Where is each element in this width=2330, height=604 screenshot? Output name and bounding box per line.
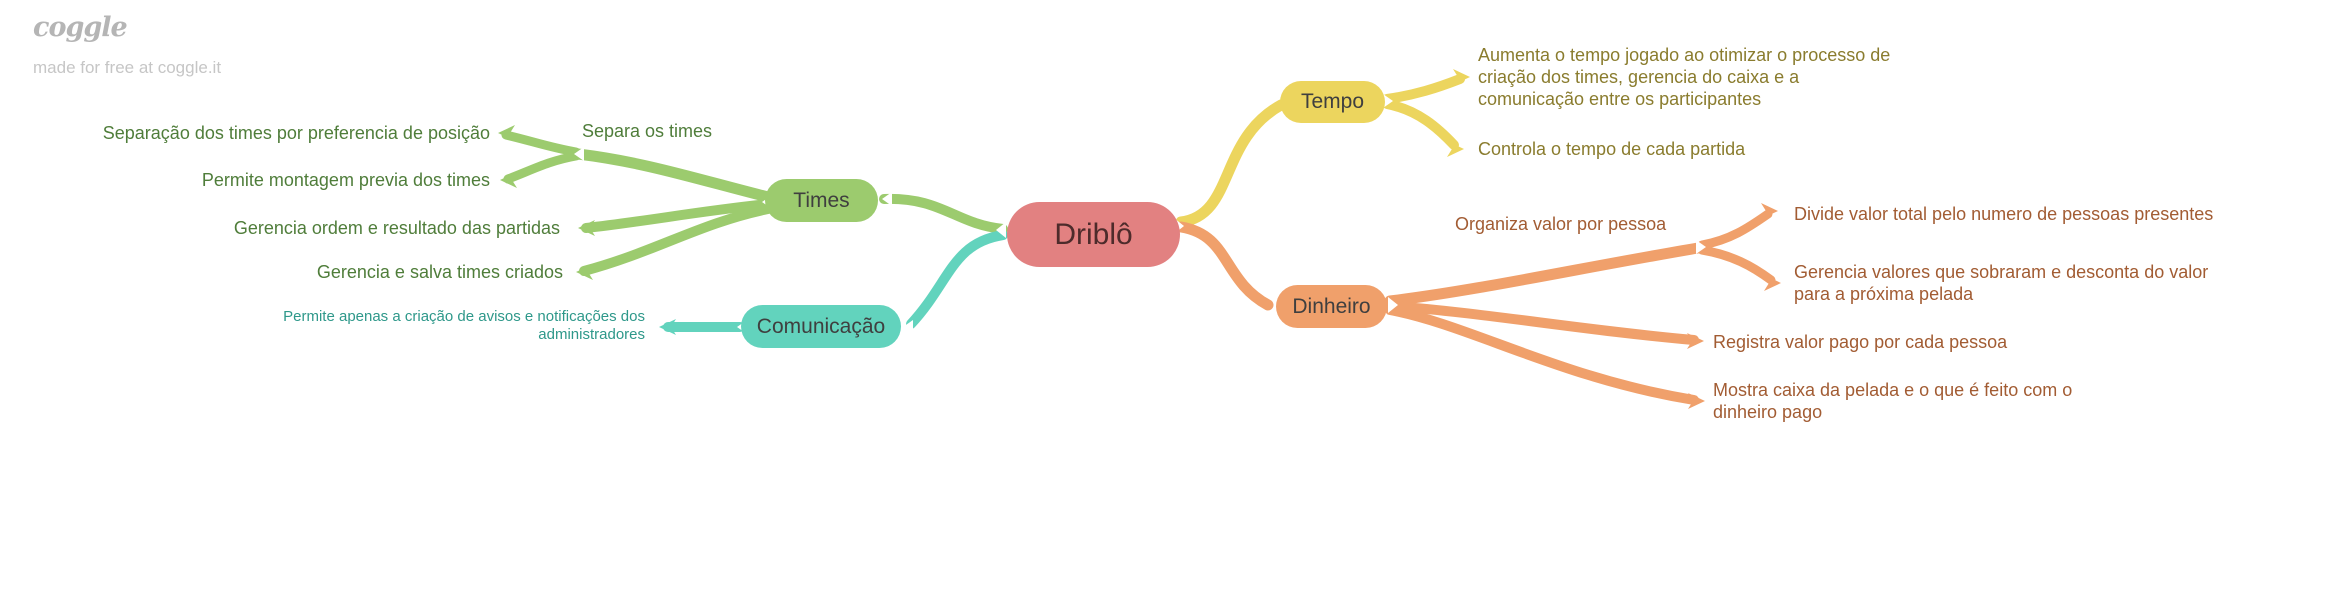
node-dinheiro[interactable]: Dinheiro xyxy=(1276,285,1387,328)
label-montagem-previa[interactable]: Permite montagem previa dos times xyxy=(201,170,490,190)
label-tempo-otimiza[interactable]: Aumenta o tempo jogado ao otimizar o pro… xyxy=(1478,45,1891,109)
label-salva-times[interactable]: Gerencia e salva times criados xyxy=(316,262,563,282)
coggle-logo[interactable]: coggle xyxy=(33,12,128,43)
label-divide-valor[interactable]: Divide valor total pelo numero de pessoa… xyxy=(1794,204,2214,224)
label-mostra-caixa[interactable]: Mostra caixa da pelada e o que é feito c… xyxy=(1713,380,2073,422)
label-separa-os-times[interactable]: Separa os times xyxy=(582,121,713,141)
label-gerencia-sobras[interactable]: Gerencia valores que sobraram e desconta… xyxy=(1794,262,2209,304)
label-avisos-admins[interactable]: Permite apenas a criação de avisos e not… xyxy=(283,308,645,343)
label-separacao-posicao[interactable]: Separação dos times por preferencia de p… xyxy=(102,123,490,143)
node-tempo[interactable]: Tempo xyxy=(1280,81,1385,123)
label-registra-valor[interactable]: Registra valor pago por cada pessoa xyxy=(1713,332,2008,352)
node-comunicacao[interactable]: Comunicação xyxy=(741,305,901,348)
node-times[interactable]: Times xyxy=(765,179,878,222)
label-controla-tempo[interactable]: Controla o tempo de cada partida xyxy=(1478,139,1746,159)
node-driblo[interactable]: Driblô xyxy=(1007,202,1180,267)
label-ordem-resultado[interactable]: Gerencia ordem e resultado das partidas xyxy=(233,218,560,238)
label-organiza-valor[interactable]: Organiza valor por pessoa xyxy=(1455,214,1667,234)
coggle-tagline: made for free at coggle.it xyxy=(33,58,222,77)
